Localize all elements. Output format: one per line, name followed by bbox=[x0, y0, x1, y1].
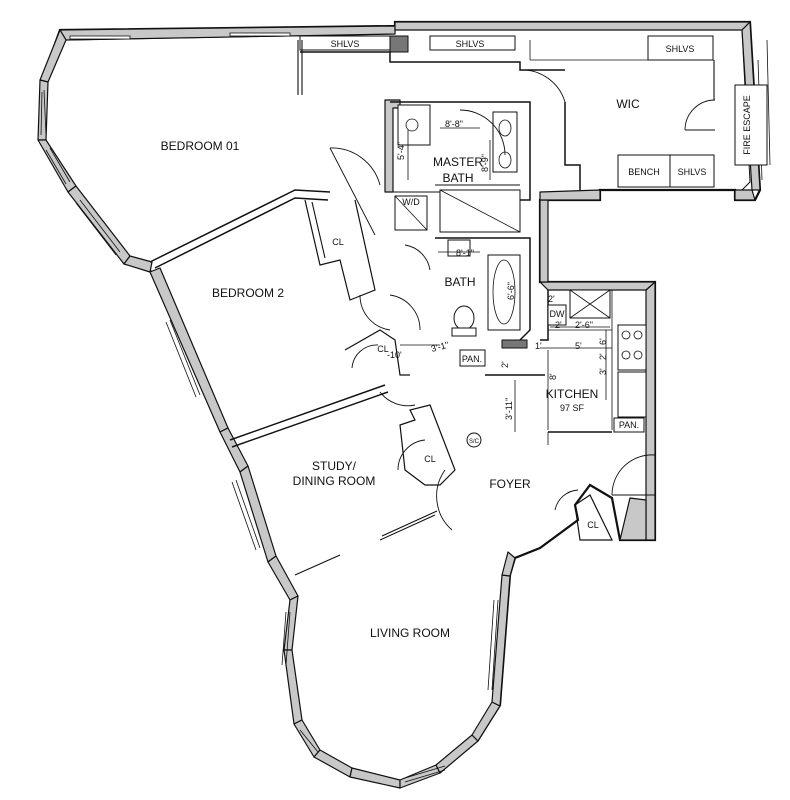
pantry-label-kitchen: PAN. bbox=[619, 420, 639, 430]
closet-label-study: CL bbox=[424, 454, 436, 464]
room-label-study-1: STUDY/ bbox=[312, 459, 357, 473]
dim-kitchen-2d: 2' bbox=[500, 361, 510, 368]
dim-bath-vanity: 8'-1" bbox=[456, 248, 474, 258]
dim-kitchen-26: 2'-6" bbox=[575, 320, 593, 330]
dim-kitchen-311: 3'-11" bbox=[504, 398, 514, 420]
pantry-label-bath: PAN. bbox=[462, 354, 482, 364]
bench-label: BENCH bbox=[628, 167, 660, 177]
dim-kitchen-6: 6' bbox=[598, 338, 608, 345]
closet-label-bedroom2: CL bbox=[332, 237, 344, 247]
closet-label-foyer: CL bbox=[587, 520, 599, 530]
dim-kitchen-2a: 2' bbox=[548, 294, 555, 304]
dim-kitchen-1: 1' bbox=[535, 341, 542, 351]
dim-kitchen-2b: 2' bbox=[555, 320, 562, 330]
dim-kitchen-2c: 2' bbox=[598, 353, 608, 360]
interior-walls: SHLVS SHLVS SHLVS W/D BENCH SHL bbox=[149, 35, 716, 576]
room-label-master-bath-2: BATH bbox=[442, 171, 473, 185]
dim-bath-tub: 6'-6" bbox=[506, 282, 516, 300]
shelves-label-4: SHLVS bbox=[678, 167, 707, 177]
dim-kitchen-5: 5' bbox=[575, 341, 582, 351]
fire-escape: FIRE ESCAPE bbox=[734, 39, 771, 166]
shelves-label-2: SHLVS bbox=[456, 39, 485, 49]
room-label-study-2: DINING ROOM bbox=[293, 474, 376, 488]
shelves-label-1: SHLVS bbox=[331, 39, 360, 49]
room-label-wic: WIC bbox=[616, 97, 640, 111]
room-label-bedroom-2: BEDROOM 2 bbox=[212, 286, 284, 300]
room-label-kitchen-area: 97 SF bbox=[560, 403, 585, 413]
smoke-detector-label: S/C bbox=[469, 439, 480, 445]
dim-hall-closet: -10' bbox=[387, 350, 402, 360]
dim-mb-vanity: 8'-9" bbox=[480, 154, 490, 172]
room-label-master-bath-1: MASTER bbox=[433, 155, 483, 169]
dimension-lines bbox=[400, 127, 612, 432]
dim-kitchen-3: 3' bbox=[598, 368, 608, 375]
dim-mb-depth: 5'-4" bbox=[396, 142, 406, 160]
room-label-bath: BATH bbox=[444, 275, 475, 289]
shelves-label-3: SHLVS bbox=[666, 44, 695, 54]
room-label-kitchen: KITCHEN bbox=[546, 387, 599, 401]
dim-mb-width: 8'-8" bbox=[445, 119, 463, 129]
dim-kitchen-8: 8' bbox=[548, 373, 558, 380]
dim-hall-width: 3'-1" bbox=[430, 340, 450, 354]
room-label-living-room: LIVING ROOM bbox=[370, 626, 450, 640]
washer-dryer-label: W/D bbox=[402, 197, 420, 207]
fire-escape-label: FIRE ESCAPE bbox=[742, 95, 752, 155]
dishwasher-label: DW bbox=[550, 309, 565, 319]
room-label-bedroom-01: BEDROOM 01 bbox=[161, 139, 240, 153]
closet-label-hall: CL bbox=[377, 344, 389, 354]
room-label-foyer: FOYER bbox=[489, 477, 531, 491]
